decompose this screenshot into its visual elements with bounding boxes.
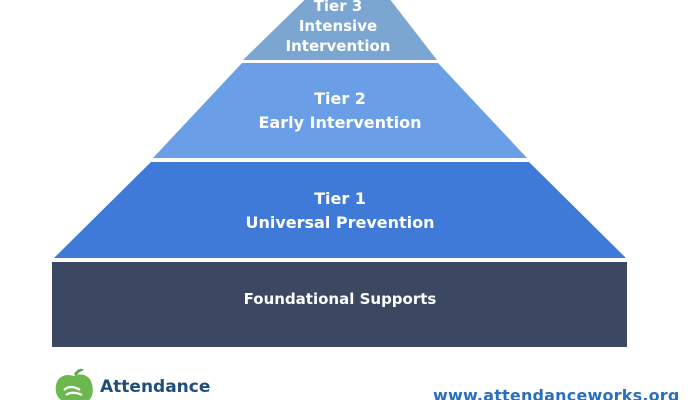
foundation-shape <box>52 262 627 347</box>
tier3-label-line3: Intervention <box>286 37 391 55</box>
apple-icon <box>55 368 93 400</box>
tier2-label-line1: Tier 2 <box>314 89 366 108</box>
website-link[interactable]: www.attendanceworks.org <box>433 386 680 400</box>
attendance-works-logo: Attendance <box>52 366 212 400</box>
tier1-label-line2: Universal Prevention <box>245 213 434 232</box>
tier3-label-line2: Intensive <box>299 17 377 35</box>
tier2-label-line2: Early Intervention <box>258 113 421 132</box>
tier1-label-line1: Tier 1 <box>314 189 366 208</box>
foundation-label: Foundational Supports <box>244 290 437 308</box>
tier3-label-line1: Tier 3 <box>314 0 363 15</box>
tier1-shape <box>54 162 626 258</box>
logo-text: Attendance <box>100 377 211 397</box>
tier2-shape <box>153 63 527 158</box>
tier3-shape <box>243 0 437 60</box>
